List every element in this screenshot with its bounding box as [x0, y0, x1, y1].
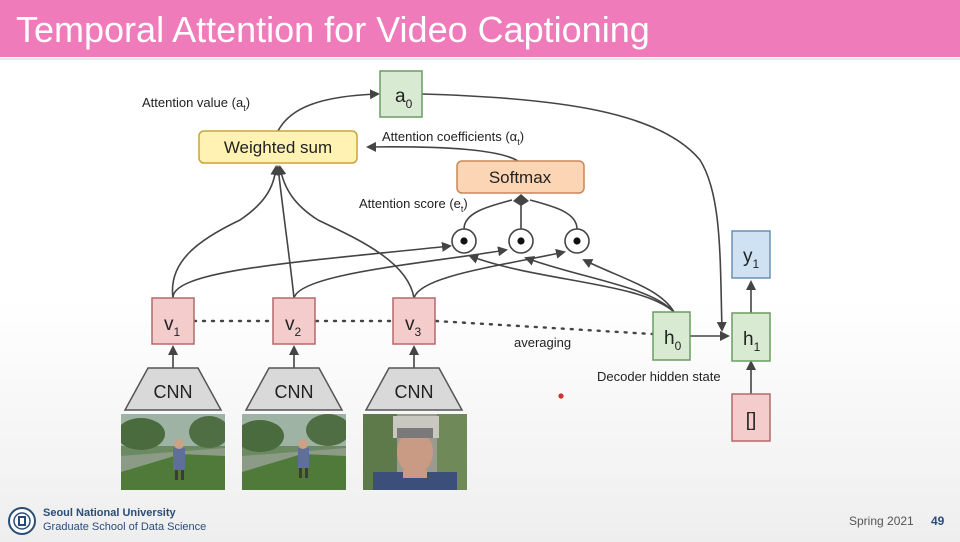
- node-y1: y1: [731, 230, 771, 279]
- edge-h0-to-dot1: [468, 254, 675, 313]
- video-frame-2: [242, 414, 346, 490]
- label-decoder-hidden-state: Decoder hidden state: [597, 369, 721, 384]
- svg-text:h0: h0: [664, 328, 682, 353]
- node-v3: v3: [392, 297, 436, 345]
- svg-text:v2: v2: [285, 314, 302, 339]
- footer-organization: Seoul National University Graduate Schoo…: [43, 506, 206, 534]
- node-v2: v2: [272, 297, 316, 345]
- node-weighted-sum: Weighted sum: [198, 130, 358, 164]
- node-softmax: Softmax: [456, 160, 585, 194]
- video-frame-1: [121, 414, 225, 490]
- footer-term: Spring 2021: [849, 514, 914, 528]
- node-v1: v1: [151, 297, 195, 345]
- edge-h0-to-dot3: [582, 259, 675, 313]
- dot-product-1: [451, 228, 477, 254]
- svg-text:CNN: CNN: [395, 382, 434, 402]
- svg-text:h1: h1: [743, 329, 761, 354]
- edge-a0-to-h1: [421, 93, 727, 332]
- svg-text:Weighted sum: Weighted sum: [224, 138, 332, 157]
- svg-text:v1: v1: [164, 314, 181, 339]
- label-attention-score: Attention score (et): [359, 196, 468, 214]
- svg-text:y1: y1: [743, 246, 760, 271]
- title-bar: Temporal Attention for Video Captioning: [0, 0, 960, 57]
- edge-softmax-to-weightedsum: [366, 141, 519, 162]
- node-h0: h0: [652, 311, 691, 361]
- label-averaging: averaging: [514, 335, 571, 350]
- edge-dot1-to-softmax: [463, 199, 513, 230]
- university-logo: [6, 506, 38, 541]
- edge-v3-to-weightedsum: [276, 165, 415, 299]
- org-name: Seoul National University: [43, 507, 176, 519]
- svg-text:CNN: CNN: [154, 382, 193, 402]
- dot-product-2: [508, 228, 534, 254]
- pointer-dot: [558, 393, 564, 399]
- node-a0: a0: [379, 70, 423, 118]
- edge-v2-to-weightedsum: [273, 165, 295, 299]
- edge-v3-to-dot3: [413, 248, 566, 299]
- label-attention-value: Attention value (at): [142, 95, 250, 113]
- node-empty-input: []: [731, 393, 771, 442]
- edge-dot3-to-softmax: [529, 199, 578, 230]
- cnn-block-2: CNN: [244, 367, 344, 411]
- video-frame-3: [363, 414, 467, 490]
- edge-v1-to-dot1: [172, 241, 452, 299]
- edge-v1-to-weightedsum: [171, 165, 281, 299]
- label-attention-coefficients: Attention coefficients (αt): [382, 129, 524, 147]
- page-number: 49: [931, 514, 945, 528]
- slide-title: Temporal Attention for Video Captioning: [16, 9, 650, 50]
- svg-text:Softmax: Softmax: [489, 168, 552, 187]
- svg-text:CNN: CNN: [275, 382, 314, 402]
- dot-product-3: [564, 228, 590, 254]
- node-h1: h1: [731, 312, 771, 362]
- softmax-input-junction: [513, 194, 529, 206]
- svg-text:a0: a0: [395, 86, 413, 111]
- cnn-block-3: CNN: [364, 367, 464, 411]
- svg-text:[]: []: [746, 410, 757, 431]
- edge-h0-to-dot2: [524, 256, 675, 313]
- svg-text:v3: v3: [405, 314, 422, 339]
- edge-weightedsum-to-a0: [277, 89, 380, 132]
- cnn-block-1: CNN: [123, 367, 223, 411]
- dotted-link-v3-h0: [434, 319, 654, 336]
- org-school: Graduate School of Data Science: [43, 521, 207, 533]
- title-divider: [0, 58, 960, 60]
